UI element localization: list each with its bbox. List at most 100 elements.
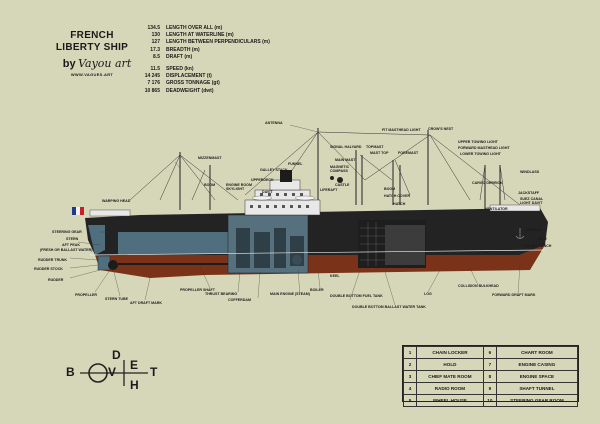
specs-list: 134.5 LENGTH OVER ALL (m) 130 LENGTH AT WA… (120, 25, 310, 95)
label-foremast: FOREMAST (398, 151, 419, 155)
spec-label: GROSS TONNAGE (gt) (166, 80, 220, 87)
legend-name: RADIO ROOM (416, 382, 484, 395)
lifeboat (294, 195, 316, 201)
label-stern: STERN (66, 237, 79, 241)
legend-number: 7 (482, 358, 497, 371)
logo-letter-h: H (130, 378, 139, 392)
spec-label: LENGTH OVER ALL (m) (166, 25, 223, 31)
label-upperdeck: UPPERDECK (251, 178, 274, 182)
label-log: LOG (424, 292, 432, 296)
logo-letter-t: T (150, 365, 158, 379)
leader-lines (69, 124, 546, 306)
flag-stripe-blue (72, 207, 76, 215)
diagram-title: FRENCH LIBERTY SHIP (52, 30, 132, 54)
label-funnel: FUNNEL (288, 162, 303, 166)
label-anchor: ANCHOR (526, 228, 542, 232)
label-main-mast: MAIN MAST (335, 158, 356, 162)
spec-label: LENGTH AT WATERLINE (m) (166, 32, 234, 39)
rudder (97, 255, 111, 271)
label-cofferdam: COFFERDAM (228, 298, 251, 302)
legend-number: 4 (403, 382, 417, 395)
legend-number: 8 (482, 370, 497, 383)
label-chain-clench: CHAIN CLENCH (524, 244, 552, 248)
spec-row: 130 LENGTH AT WATERLINE (m) (120, 32, 310, 39)
title-line-2: LIBERTY SHIP (55, 42, 129, 53)
label-rudder: RUDDER (48, 278, 64, 282)
lifeboat (251, 195, 273, 201)
legend-name: CHIEF MATE ROOM (416, 370, 484, 383)
logo-letter-v: V (108, 365, 117, 379)
spec-label: DISPLACEMENT (t) (166, 73, 212, 80)
website-text: WWW.VAGUES.ART (70, 72, 114, 77)
superstructure-windows (250, 193, 309, 208)
label-liferaft: LIFERAFT (320, 188, 338, 192)
aft-peak-area (88, 225, 105, 255)
spec-value: 130 (151, 32, 160, 39)
spec-value: 14 245 (144, 73, 160, 80)
label-warping-head: WARPING HEAD (102, 199, 131, 203)
title-line-1: FRENCH (70, 30, 114, 41)
masts (179, 128, 501, 210)
label-bow: BOW (538, 237, 547, 241)
spec-row: 14 245 DISPLACEMENT (t) (120, 73, 310, 80)
label-steering-gear: STEERING GEAR (52, 230, 82, 234)
forecastle (489, 204, 541, 212)
poop-deck (89, 209, 131, 217)
legend-number: 1 (403, 346, 417, 359)
flag-stripe-red (80, 207, 84, 215)
markers (330, 176, 343, 183)
label-aft-peak-sub: (FRESH OR BALLAST WATER) (40, 248, 93, 252)
label-thrust-bearing: THRUST BEARING (205, 292, 238, 296)
label-hatch: HATCH (393, 202, 406, 206)
label-mizzenmast: MIZZENMAST (198, 156, 222, 160)
legend-name: SHAFT TUNNEL (495, 382, 579, 395)
label-double-bottom-fuel-tank: DOUBLE BOTTOM FUEL TANK (330, 294, 383, 298)
hold-cargo (385, 225, 425, 265)
spec-row: 134.5 LENGTH OVER ALL (m) (120, 25, 310, 32)
legend-number: 6 (482, 346, 497, 359)
label-lower-towing-light: LOWER TOWING LIGHT (460, 152, 501, 156)
logo-mark (80, 360, 148, 386)
waterline (89, 249, 546, 256)
label-stern-tube: STERN TUBE (105, 297, 128, 301)
label-rudder-trunk: RUDDER TRUNK (38, 258, 67, 262)
hold-cargo-grid (360, 222, 385, 266)
legend-name: HOLD (416, 358, 484, 371)
legend-number: 2 (403, 358, 417, 371)
spec-value: 134.5 (147, 25, 160, 31)
spec-label: SPEED (kn) (166, 65, 194, 72)
legend-number: 3 (403, 370, 417, 383)
bovdeth-logo: B D V T E H (66, 348, 166, 405)
label-cargo-derrick: CARGO DERRICK (472, 181, 503, 185)
spec-value: 8.5 (153, 53, 160, 60)
anchor-icon (515, 228, 525, 239)
legend-number: 10 (482, 394, 497, 407)
logo-letter-e: E (130, 358, 139, 372)
label-crows-nest: CROW'S NEST (428, 127, 454, 131)
label-topmast: TOPMAST (366, 145, 384, 149)
label-boom: BOOM (204, 183, 216, 187)
label-castle: CASTLE (335, 183, 350, 187)
legend-name: ENGINE CASING (495, 358, 579, 371)
legend-name: STEERING GEAR ROOM (495, 394, 579, 407)
boiler (292, 255, 302, 265)
label-ventilator: VENTILATOR (485, 207, 508, 211)
label-galley-stack: GALLEY STACK (260, 168, 288, 172)
label-hatch-cover: HATCH COVER (384, 194, 411, 198)
label-fit-masthead-light: FIT MASTHEAD LIGHT (382, 128, 421, 132)
spec-label: DRAFT (m) (166, 53, 193, 60)
hull-lower (95, 245, 545, 278)
label-antenna: ANTENNA (265, 121, 283, 125)
logo-letter-b: B (66, 365, 75, 379)
label-boiler: BOILER (310, 288, 324, 292)
label-forward-draft-mark: FORWARD DRAFT MARK (492, 293, 536, 297)
spec-row: 8.5 DRAFT (m) (120, 54, 310, 61)
